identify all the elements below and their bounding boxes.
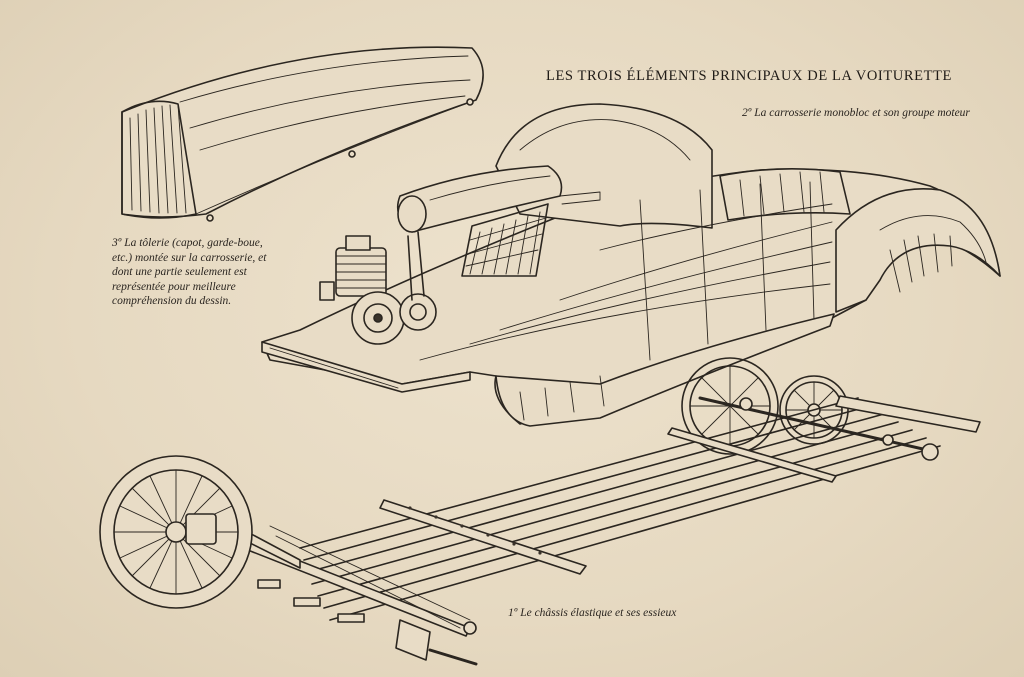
caption-chassis: 1º Le châssis élastique et ses essieux [508,607,677,619]
engine [319,231,437,345]
front-wheel [99,455,253,609]
car-body [261,103,1001,427]
hood-cover [121,46,484,222]
chassis-frame [191,395,981,666]
caption-tolerie: 3º La tôlerie (capot, garde-boue, etc.) … [112,237,267,307]
page-title: LES TROIS ÉLÉMENTS PRINCIPAUX DE LA VOIT… [546,68,952,84]
caption-body: 2º La carrosserie monobloc et son groupe… [742,107,970,119]
